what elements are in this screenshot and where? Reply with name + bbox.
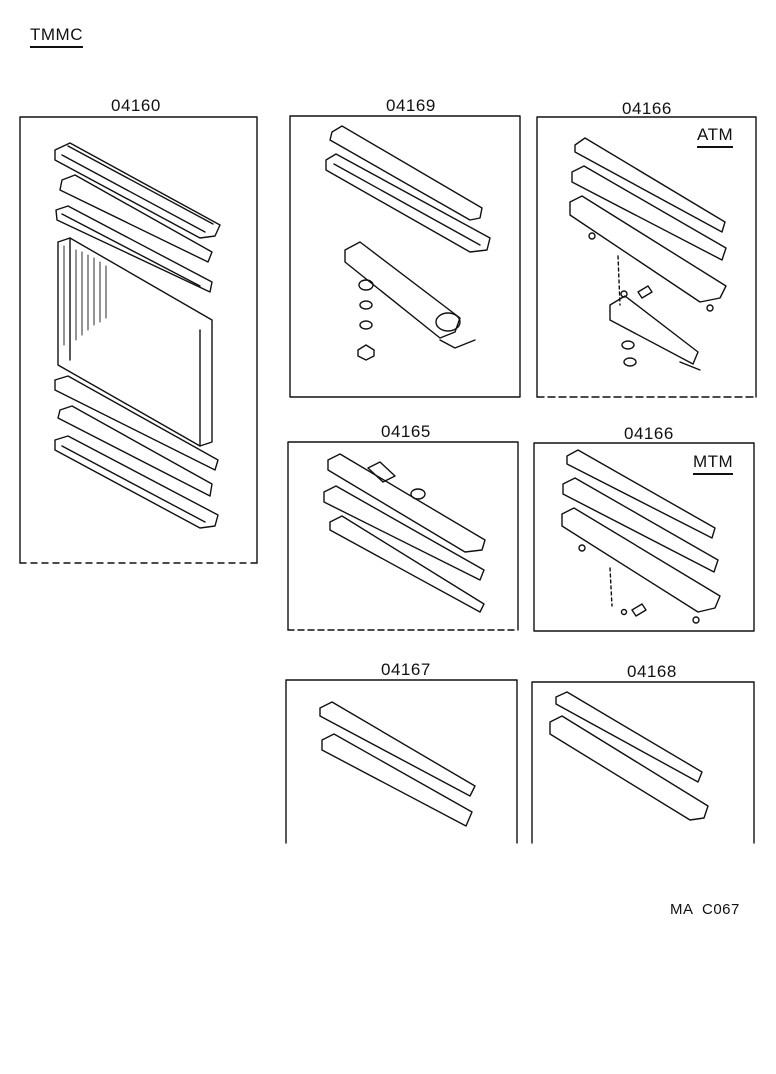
variant-tag-atm: ATM xyxy=(697,125,734,148)
upper-tank-kit-04169 xyxy=(325,125,491,361)
panel-frame-04168 xyxy=(531,681,755,844)
part-number-04169: 04169 xyxy=(386,96,436,115)
panel-frame-04166-mtm xyxy=(533,442,755,632)
figure-reference: MA C067 xyxy=(670,901,740,918)
gasket-set-04167 xyxy=(319,701,476,827)
variant-tag-mtm: MTM xyxy=(693,452,734,475)
panel-frame-04160 xyxy=(19,116,258,564)
part-number-04166-mtm: 04166 xyxy=(624,424,674,443)
radiator-assembly-04160 xyxy=(54,142,221,529)
header-code: TMMC xyxy=(30,25,83,48)
panel-frame-04165 xyxy=(287,441,519,631)
panel-frame-04169 xyxy=(289,115,521,398)
part-number-04165: 04165 xyxy=(381,422,431,441)
part-number-04168: 04168 xyxy=(627,662,677,681)
part-number-04160: 04160 xyxy=(111,96,161,115)
lower-tank-kit-04166-atm xyxy=(569,137,727,371)
panel-frame-04166-atm xyxy=(536,116,757,398)
radiator-tank-04165 xyxy=(323,453,486,613)
part-number-04167: 04167 xyxy=(381,660,431,679)
lower-tank-kit-04166-mtm xyxy=(561,449,721,624)
panel-frame-04167 xyxy=(285,679,518,844)
part-number-04166-atm: 04166 xyxy=(622,99,672,118)
gasket-set-04168 xyxy=(549,691,709,821)
